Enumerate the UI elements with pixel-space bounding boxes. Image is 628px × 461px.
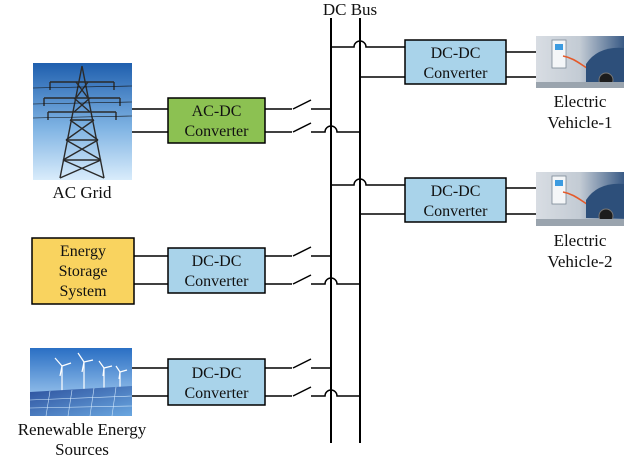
ac-dc-converter-line1: AC-DC [192,103,242,120]
storage-converter-line1: DC-DC [192,253,242,270]
dc-bus-label: DC Bus [323,0,377,19]
source-connections [265,99,360,397]
ev1-caption-line2: Vehicle-1 [547,113,612,132]
ev1-caption-line1: Electric [554,92,607,111]
ev2-dc-dc-converter: DC-DC Converter [404,177,507,223]
ev2-caption-line2: Vehicle-2 [547,252,612,271]
ev1-bus-connections [331,40,405,78]
renewable-caption-line2: Sources [55,440,109,459]
renewable-dc-dc-converter: DC-DC Converter [167,358,266,406]
ev2-bus-connections [331,178,405,215]
ev2-caption-line1: Electric [554,231,607,250]
ac-dc-converter-line2: Converter [185,123,250,140]
energy-storage-box: Energy Storage System [31,237,135,305]
ev2-converter-line1: DC-DC [431,183,481,200]
renewable-converter-line2: Converter [185,385,250,402]
ev1-converter-line2: Converter [424,65,489,82]
storage-dc-dc-converter: DC-DC Converter [167,247,266,294]
ev1-converter-line1: DC-DC [431,45,481,62]
ev1-dc-dc-converter: DC-DC Converter [404,39,507,85]
ev1-image [536,36,624,88]
ev2-converter-line2: Converter [424,203,489,220]
renewable-energy-image [29,348,133,417]
ac-dc-converter: AC-DC Converter [167,97,266,144]
ev2-image [536,172,624,226]
energy-storage-line3: System [59,283,107,300]
energy-storage-line1: Energy [60,243,106,260]
storage-converter-line2: Converter [185,273,250,290]
renewable-caption-line1: Renewable Energy [18,420,147,439]
ac-grid-image [32,63,133,180]
energy-storage-line2: Storage [59,263,108,280]
renewable-converter-line1: DC-DC [192,365,242,382]
ac-grid-caption: AC Grid [52,183,112,202]
